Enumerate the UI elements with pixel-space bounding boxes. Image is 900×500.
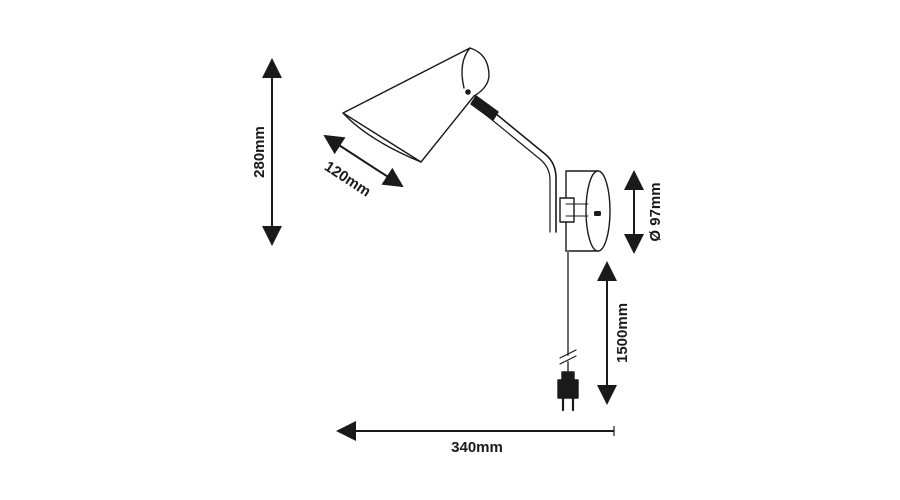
arm-joint (470, 95, 499, 121)
lamp-arm (483, 103, 557, 233)
lamp-shade (342, 47, 490, 163)
wall-base-mount (559, 197, 575, 223)
height-label: 280mm (251, 126, 268, 178)
width-label: 340mm (451, 439, 503, 456)
shade-screw (465, 89, 471, 95)
switch (594, 211, 601, 216)
base-diameter-label: Ø 97mm (647, 182, 664, 241)
shade-size-label: 120mm (321, 158, 374, 200)
shade-cap (461, 47, 471, 89)
cable-length-label: 1500mm (614, 303, 631, 363)
cable-break (559, 349, 577, 365)
wall-base-mount-line (565, 203, 589, 217)
shade-arrow (323, 134, 404, 188)
plug-pins (561, 396, 575, 412)
lamp-illustration (342, 47, 611, 412)
plug-body (557, 371, 579, 399)
lamp-arm-inner (479, 109, 551, 233)
dimension-lines (262, 58, 644, 441)
